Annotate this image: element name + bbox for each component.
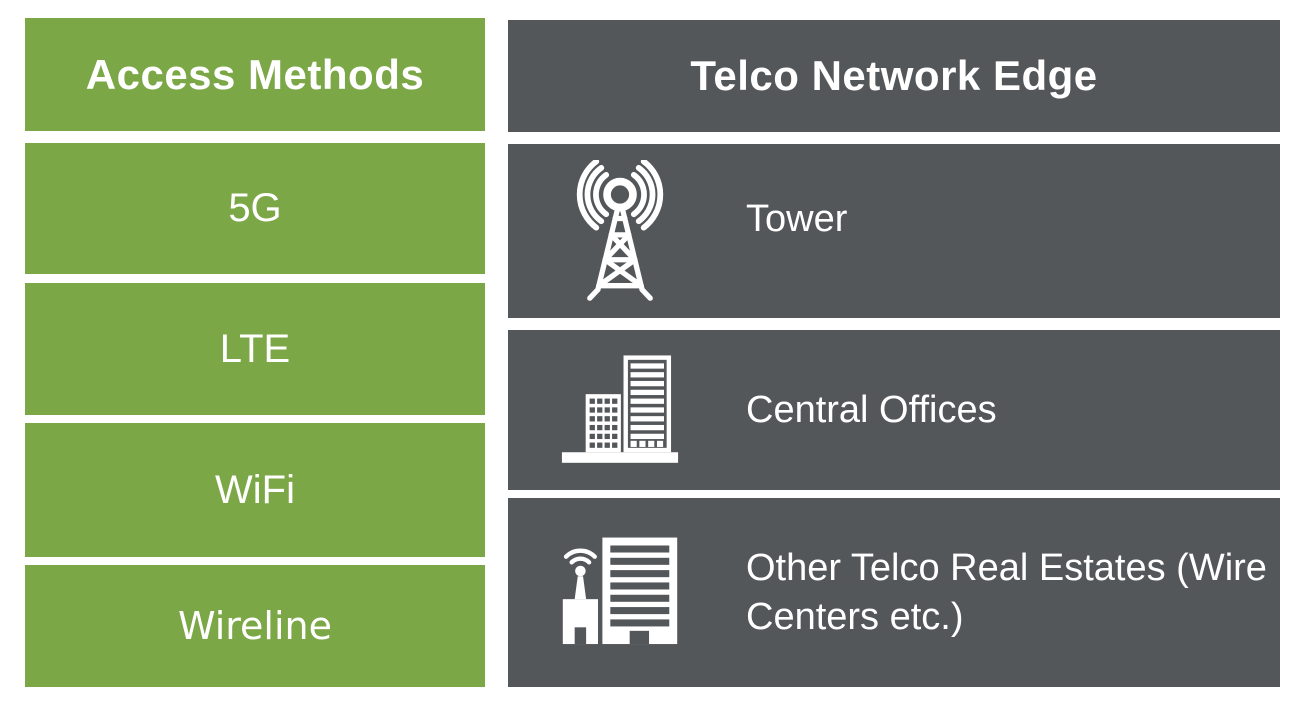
radio-tower-icon: [554, 160, 686, 302]
telco-network-edge-title: Telco Network Edge: [690, 52, 1098, 99]
access-method-row-lte: LTE: [25, 283, 485, 415]
telco-network-edge-panel: Telco Network Edge: [508, 20, 1280, 687]
edge-label-central-offices: Central Offices: [746, 388, 997, 431]
access-methods-title: Access Methods: [85, 50, 425, 98]
access-method-label-wireline: Wireline: [177, 604, 333, 648]
edge-label-other-telco-real-estates: Other Telco Real Estates (Wire Centers e…: [746, 546, 1267, 638]
access-method-label-wifi: WiFi: [215, 467, 295, 512]
telco-network-edge-header: Telco Network Edge: [508, 20, 1280, 132]
access-methods-panel: Access Methods 5G LTE WiFi Wireline: [25, 18, 485, 687]
access-method-row-wireline: Wireline: [25, 565, 485, 687]
building-with-antenna-icon: [554, 519, 686, 667]
access-method-row-wifi: WiFi: [25, 423, 485, 557]
edge-row-other-telco-real-estates: Other Telco Real Estates (Wire Centers e…: [508, 498, 1280, 687]
edge-row-tower: Tower: [508, 144, 1280, 318]
edge-label-tower: Tower: [746, 197, 848, 240]
office-buildings-icon: [554, 340, 686, 480]
edge-row-central-offices: Central Offices: [508, 330, 1280, 490]
access-methods-header: Access Methods: [25, 18, 485, 131]
access-method-label-5g: 5G: [228, 186, 282, 230]
access-method-label-lte: LTE: [219, 326, 291, 371]
access-method-row-5g: 5G: [25, 143, 485, 274]
